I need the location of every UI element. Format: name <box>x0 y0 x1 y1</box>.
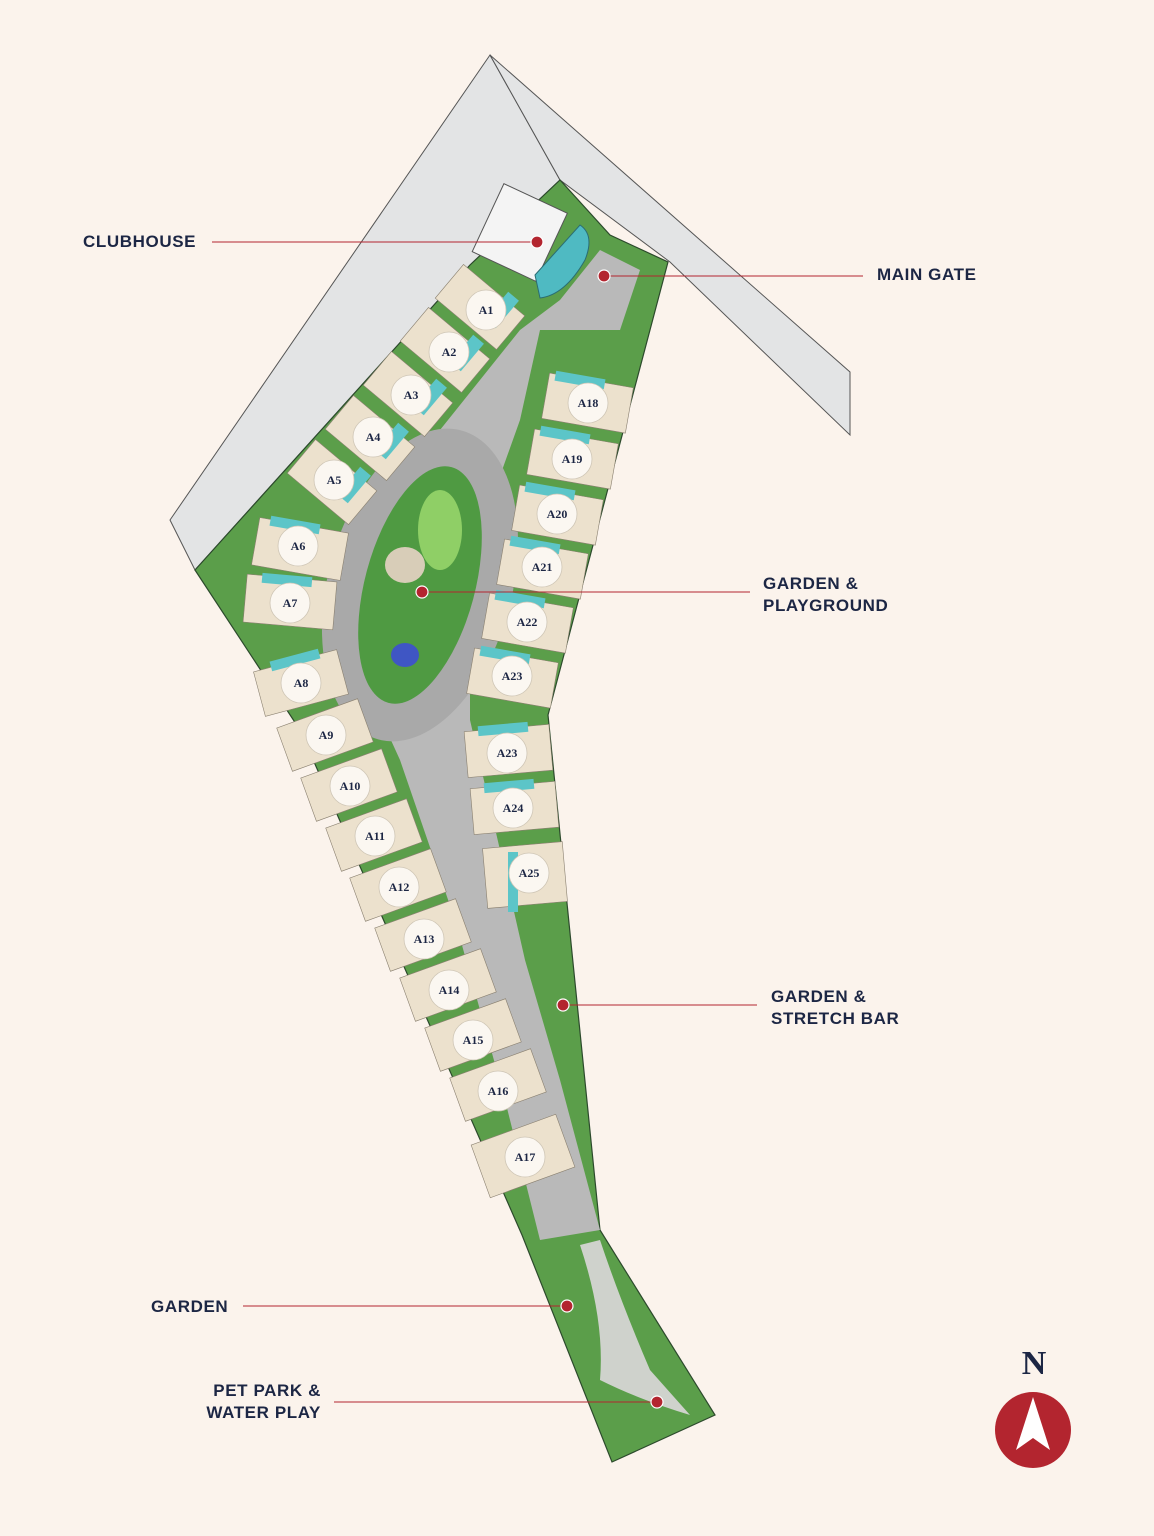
unit-badges: A1A2A3A4A5A6A7A8A9A10A11A12A13A14A15A16A… <box>269 289 609 1178</box>
unit-badge-circle <box>305 714 347 756</box>
unit-label: A9 <box>319 728 334 742</box>
unit-label: A19 <box>562 452 583 466</box>
leader-lines <box>212 241 863 1403</box>
unit-label: A22 <box>517 615 538 629</box>
unit-badge-circle <box>492 787 534 829</box>
compass-north-letter: N <box>1021 1345 1047 1382</box>
unit-badge-circle <box>313 459 355 501</box>
unit-badge-circle <box>465 289 507 331</box>
unit-label: A4 <box>366 430 381 444</box>
unit-label: A11 <box>365 829 385 843</box>
poi-markers <box>415 235 664 1409</box>
label-clubhouse: CLUBHOUSE <box>83 232 197 251</box>
unit-badge-circle <box>329 765 371 807</box>
clubhouse-building <box>471 183 569 282</box>
unit-label: A15 <box>463 1033 484 1047</box>
unit-badge-circle <box>269 582 311 624</box>
unit-badge-circle <box>477 1070 519 1112</box>
label-pet-park-line2: WATER PLAY <box>206 1403 321 1422</box>
unit-badge-circle <box>354 815 396 857</box>
unit-label: A23 <box>497 746 518 760</box>
unit-label: A14 <box>439 983 460 997</box>
label-pet-park-water-play: PET PARK & WATER PLAY <box>190 1380 321 1424</box>
clubhouse-pool <box>534 224 590 299</box>
unit-label: A16 <box>488 1084 509 1098</box>
unit-badge-circle <box>486 732 528 774</box>
unit-badge-circle <box>521 546 563 588</box>
unit-label: A5 <box>327 473 342 487</box>
unit-label: A21 <box>532 560 553 574</box>
unit-badge-circle <box>504 1136 546 1178</box>
unit-label: A18 <box>578 396 599 410</box>
playground-water <box>391 643 419 667</box>
label-garden-playground-line1: GARDEN & <box>763 574 859 593</box>
unit-badge-circle <box>403 918 445 960</box>
label-garden-stretch-bar: GARDEN & STRETCH BAR <box>771 986 899 1030</box>
label-pet-park-line1: PET PARK & <box>213 1381 321 1400</box>
playground-area <box>385 547 425 583</box>
unit-label: A10 <box>340 779 361 793</box>
unit-badge-circle <box>567 382 609 424</box>
label-garden: GARDEN <box>151 1297 229 1316</box>
unit-label: A23 <box>502 669 523 683</box>
unit-badge-circle <box>491 655 533 697</box>
label-garden-playground: GARDEN & PLAYGROUND <box>763 573 888 617</box>
label-garden-playground-line2: PLAYGROUND <box>763 596 889 615</box>
label-garden-stretch-line1: GARDEN & <box>771 987 867 1006</box>
unit-badge-circle <box>277 525 319 567</box>
unit-label: A12 <box>389 880 410 894</box>
unit-badge-circle <box>280 662 322 704</box>
unit-label: A25 <box>519 866 540 880</box>
unit-badge-circle <box>551 438 593 480</box>
unit-label: A3 <box>404 388 419 402</box>
label-main-gate: MAIN GATE <box>877 265 977 284</box>
unit-badge-circle <box>390 374 432 416</box>
unit-badge-circle <box>536 493 578 535</box>
unit-badge-circle <box>428 331 470 373</box>
unit-label: A24 <box>503 801 524 815</box>
compass-arrow-icon <box>1016 1397 1050 1450</box>
unit-badge-circle <box>352 416 394 458</box>
central-garden-lawn <box>418 490 462 570</box>
unit-badge-circle <box>428 969 470 1011</box>
label-garden-stretch-line2: STRETCH BAR <box>771 1009 900 1028</box>
unit-badge-circle <box>508 852 550 894</box>
unit-label: A7 <box>283 596 298 610</box>
unit-label: A6 <box>291 539 306 553</box>
unit-badge-circle <box>506 601 548 643</box>
neighbor-land-east <box>489 54 851 437</box>
south-garden-path <box>580 1240 690 1415</box>
unit-badge-circle <box>452 1019 494 1061</box>
unit-label: A17 <box>515 1150 536 1164</box>
unit-label: A2 <box>442 345 457 359</box>
unit-label: A1 <box>479 303 494 317</box>
unit-label: A8 <box>294 676 309 690</box>
unit-label: A13 <box>414 932 435 946</box>
unit-label: A20 <box>547 507 568 521</box>
unit-badge-circle <box>378 866 420 908</box>
